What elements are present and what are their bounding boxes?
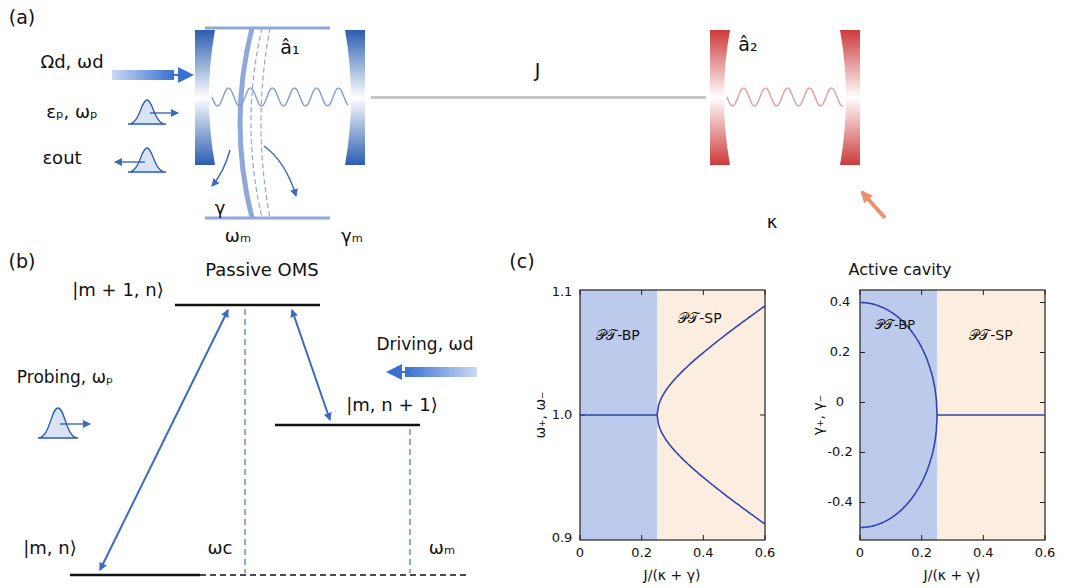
gain-rate: κ	[767, 212, 778, 233]
tick-label: 0.2	[830, 345, 851, 360]
output-field: εout	[42, 148, 81, 169]
tick	[860, 402, 865, 403]
drive-label: Driving, ωd	[377, 335, 474, 355]
tick	[860, 502, 865, 503]
cavity-frequency: ωc	[208, 538, 233, 559]
tick	[921, 535, 922, 540]
plot-frame	[860, 290, 1045, 540]
tick-label: 0.9	[552, 531, 573, 546]
phase-label: 𝒫𝒯-BP	[596, 327, 640, 343]
eigen-curve	[580, 414, 657, 416]
tick	[983, 535, 984, 540]
eigen-curve	[937, 414, 1045, 416]
energy-level: |m, n + 1⟩	[346, 395, 437, 416]
tick-label: 0.6	[1035, 546, 1056, 561]
tick	[1040, 502, 1045, 503]
axis-title: J/(κ + γ)	[644, 567, 701, 583]
tick	[1040, 352, 1045, 353]
tick	[765, 535, 766, 540]
probe-field: εₚ, ωₚ	[46, 102, 98, 123]
panel-letter: (a)	[9, 7, 35, 29]
tick	[641, 535, 642, 540]
tick	[1040, 302, 1045, 303]
energy-level: |m, n⟩	[23, 538, 76, 559]
phase-label: 𝒫𝒯-SP	[969, 327, 1012, 343]
tick-label: -0.2	[827, 445, 852, 460]
tick-label: 0.2	[631, 546, 652, 561]
tick-label: 0	[856, 546, 864, 561]
mode-operator: â₂	[738, 34, 757, 56]
tick-label: 0.4	[973, 546, 994, 561]
tick-label: 1.0	[552, 408, 573, 423]
tick-label: 0	[836, 395, 844, 410]
axis-title: J/(κ + γ)	[924, 567, 981, 583]
tick-label: 0.2	[911, 546, 932, 561]
cavity-loss: γ	[215, 198, 226, 219]
plot-frame	[580, 290, 765, 540]
tick	[1040, 452, 1045, 453]
mode-operator: â₁	[280, 37, 299, 59]
tick	[703, 290, 704, 295]
tick	[1045, 290, 1046, 295]
eigen-curve	[657, 415, 765, 524]
tick	[983, 290, 984, 295]
mechanical-frequency: ωₘ	[225, 226, 251, 247]
tick	[921, 290, 922, 295]
mechanical-damping: γₘ	[341, 226, 363, 247]
axis-title: ω₊, ω₋	[532, 391, 548, 438]
phase-label: 𝒫𝒯-BP	[875, 318, 915, 333]
tick	[641, 290, 642, 295]
panel-letter: (b)	[9, 251, 36, 273]
tick-label: 0.4	[830, 295, 851, 310]
mechanical-frequency: ωₘ	[429, 538, 455, 559]
tick	[580, 290, 581, 295]
panel-title: Passive OMS	[205, 260, 318, 281]
tick	[703, 535, 704, 540]
optical-cavity: â₁	[195, 30, 365, 165]
axis-title: γ₊, γ₋	[810, 395, 826, 435]
tick-label: 0	[576, 546, 584, 561]
tick-label: -0.4	[827, 495, 852, 510]
tick	[1040, 402, 1045, 403]
tick	[860, 352, 865, 353]
tick-label: 0.4	[693, 546, 714, 561]
coupling-label: J	[535, 60, 541, 82]
energy-level: |m + 1, n⟩	[72, 280, 163, 301]
tick	[765, 290, 766, 295]
eigen-curve	[860, 415, 937, 528]
tick	[1045, 535, 1046, 540]
eigen-curve	[657, 306, 765, 415]
panel-title: Active cavity	[849, 261, 952, 279]
tick-label: 1.1	[552, 285, 573, 300]
drive-field: Ωd, ωd	[40, 52, 103, 73]
cavity-wave	[212, 88, 348, 106]
tick	[760, 415, 765, 416]
tick	[860, 290, 861, 295]
phase-label: 𝒫𝒯-SP	[678, 310, 721, 326]
tick	[580, 535, 581, 540]
panel-letter: (c)	[509, 251, 534, 273]
cavity-wave	[727, 88, 843, 106]
eigen-curve	[860, 303, 937, 416]
phase-region: 𝒫𝒯-BP	[860, 290, 937, 540]
phase-region: 𝒫𝒯-SP	[657, 290, 765, 540]
tick	[860, 452, 865, 453]
probe-label: Probing, ωₚ	[17, 368, 113, 388]
tick	[860, 535, 861, 540]
coupling-line	[371, 96, 706, 99]
tick-label: 0.6	[755, 546, 776, 561]
